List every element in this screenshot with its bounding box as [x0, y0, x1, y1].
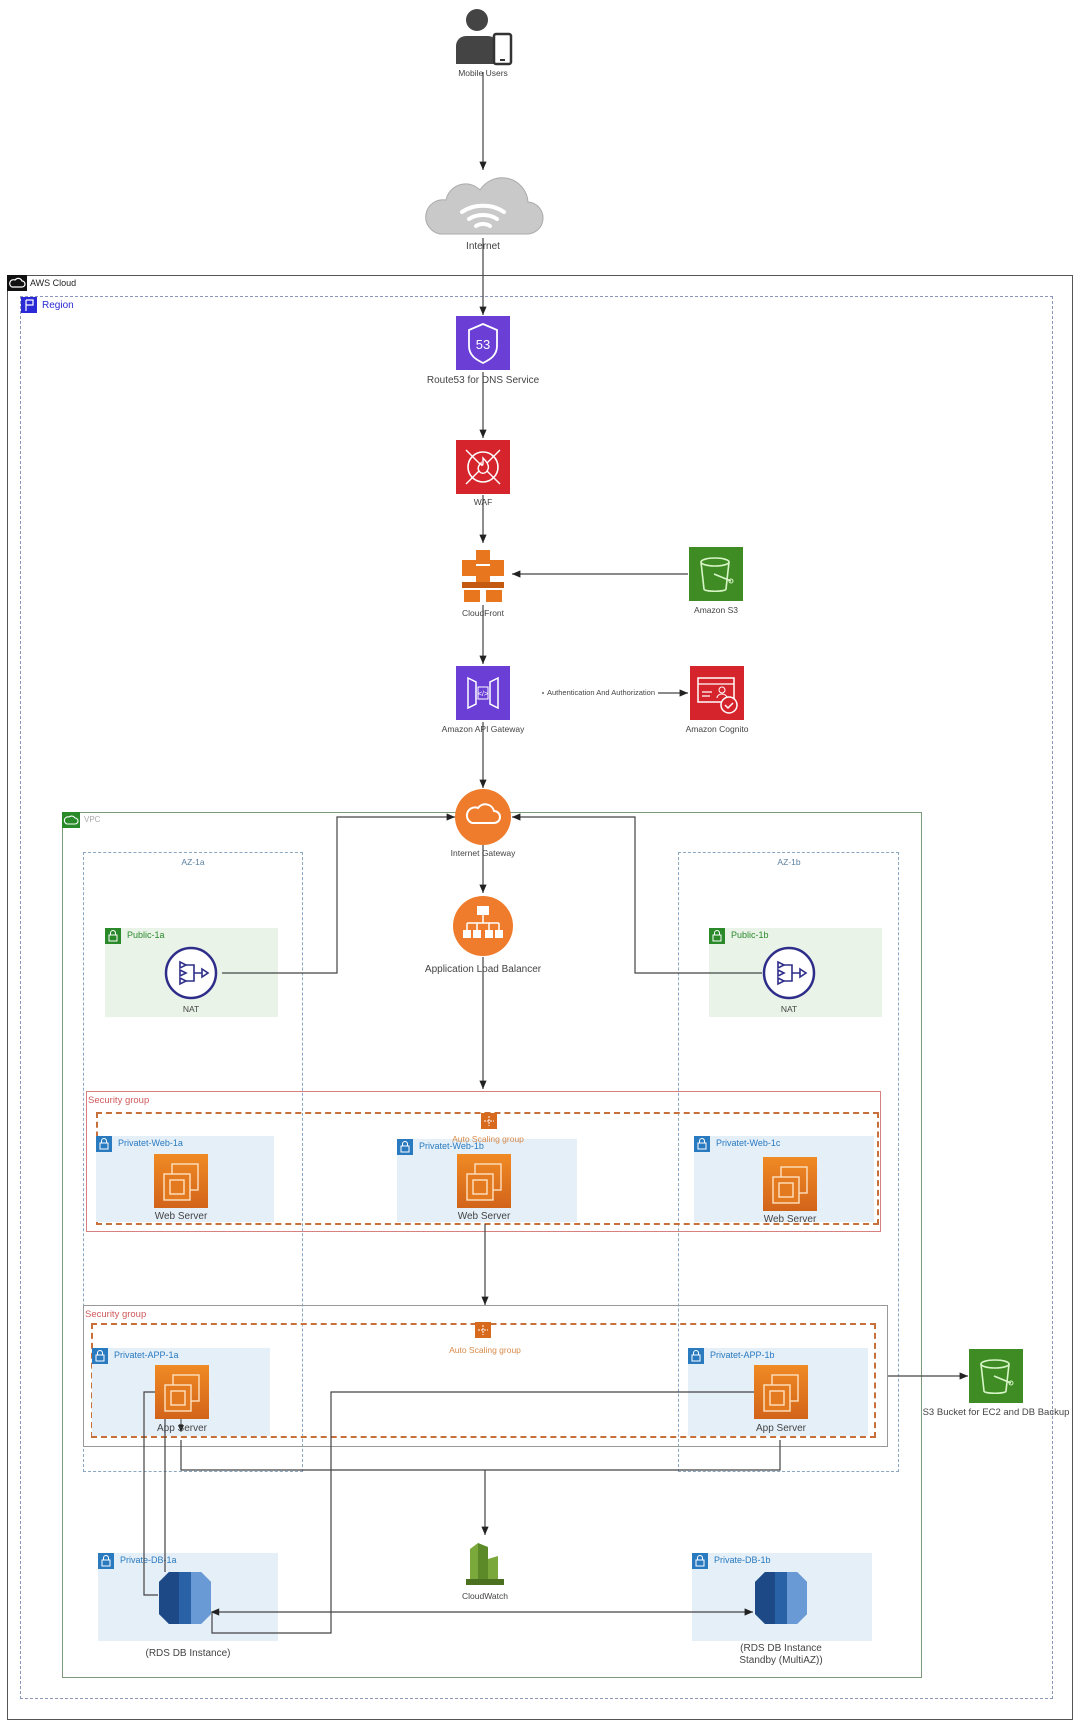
- cloudwatch-label: CloudWatch: [462, 1591, 508, 1601]
- cloudfront-icon[interactable]: [456, 544, 510, 604]
- app-subnet-1b-label: Privatet-APP-1b: [710, 1350, 775, 1360]
- lock-icon: [709, 928, 725, 944]
- aws-cloud-icon: [7, 275, 27, 291]
- public-subnet-1a-label: Public-1a: [127, 930, 165, 940]
- az-1b-label: AZ-1b: [777, 857, 801, 867]
- lock-icon: [694, 1136, 710, 1152]
- web-asg-label: Auto Scaling group: [452, 1134, 524, 1144]
- route53-label: Route53 for DNS Service: [426, 375, 540, 386]
- rds-db-1b-label-line1: (RDS DB Instance: [740, 1643, 822, 1654]
- ec2-web-icon[interactable]: [457, 1154, 511, 1208]
- region-group: [20, 296, 1053, 1699]
- web-subnet-1a-label: Privatet-Web-1a: [118, 1138, 183, 1148]
- mobile-users-label: Mobile Users: [458, 68, 508, 78]
- lock-icon: [92, 1348, 108, 1364]
- vpc-icon: [62, 812, 80, 828]
- internet-gateway-label: Internet Gateway: [450, 848, 516, 858]
- backup-s3-label: S3 Bucket for EC2 and DB Backup: [922, 1407, 1070, 1418]
- auth-edge-label: Authentication And Authorization: [546, 688, 656, 697]
- cloudwatch-icon[interactable]: [458, 1535, 512, 1589]
- rds-db-icon[interactable]: [157, 1572, 213, 1624]
- cloudfront-label: CloudFront: [461, 608, 505, 618]
- vpc-label: VPC: [84, 815, 101, 824]
- aws-cloud-group: [7, 275, 1073, 1720]
- rds-db-standby-icon[interactable]: [753, 1572, 809, 1624]
- lock-icon: [96, 1136, 112, 1152]
- waf-label: WAF: [473, 497, 493, 507]
- waf-icon[interactable]: [456, 440, 510, 494]
- web-server-1c-label: Web Server: [763, 1214, 817, 1225]
- cognito-label: Amazon Cognito: [685, 724, 749, 734]
- app-security-group-label: Security group: [85, 1309, 147, 1320]
- lock-icon: [98, 1553, 114, 1569]
- az-1a-label: AZ-1a: [181, 857, 205, 867]
- web-server-1a-label: Web Server: [154, 1211, 208, 1222]
- web-subnet-1b-label: Privatet-Web-1b: [419, 1141, 484, 1151]
- lock-icon: [688, 1348, 704, 1364]
- app-server-1b-label: App Server: [755, 1423, 807, 1434]
- internet-gateway-icon[interactable]: [455, 789, 511, 845]
- backup-s3-bucket-icon[interactable]: [969, 1349, 1023, 1403]
- web-security-group-label: Security group: [88, 1095, 150, 1106]
- route53-icon[interactable]: 53: [456, 316, 510, 370]
- app-asg-label: Auto Scaling group: [449, 1345, 521, 1355]
- ec2-app-icon[interactable]: [754, 1365, 808, 1419]
- svg-text:53: 53: [476, 337, 490, 352]
- auto-scaling-icon: [481, 1113, 497, 1129]
- nat-gateway-icon[interactable]: [762, 946, 816, 1000]
- az-1b-group: [678, 852, 899, 1472]
- load-balancer-label: Application Load Balancer: [424, 964, 542, 975]
- web-security-group: [86, 1091, 881, 1232]
- app-subnet-1a-label: Privatet-APP-1a: [114, 1350, 179, 1360]
- s3-bucket-icon[interactable]: [689, 547, 743, 601]
- ec2-web-icon[interactable]: [763, 1157, 817, 1211]
- auto-scaling-icon: [475, 1322, 491, 1338]
- lock-icon: [105, 928, 121, 944]
- mobile-user-icon: [452, 6, 514, 66]
- web-subnet-1c-label: Privatet-Web-1c: [716, 1138, 781, 1148]
- aws-cloud-label: AWS Cloud: [30, 278, 77, 288]
- rds-db-1b-label-line2: Standby (MultiAZ)): [739, 1655, 823, 1666]
- public-subnet-1b-label: Public-1b: [731, 930, 769, 940]
- rds-db-1a-label: (RDS DB Instance): [145, 1648, 231, 1659]
- internet-label: Internet: [466, 241, 500, 252]
- region-flag-icon: [21, 297, 37, 313]
- db-subnet-1b-label: Private-DB-1b: [714, 1555, 771, 1565]
- nat-gateway-icon[interactable]: [164, 946, 218, 1000]
- ec2-web-icon[interactable]: [154, 1154, 208, 1208]
- nat-1a-label: NAT: [182, 1004, 200, 1014]
- region-label: Region: [42, 300, 74, 311]
- load-balancer-icon[interactable]: [453, 896, 513, 956]
- db-subnet-1a-label: Private-DB-1a: [120, 1555, 177, 1565]
- web-server-1b-label: Web Server: [457, 1211, 511, 1222]
- cognito-icon[interactable]: [690, 666, 744, 720]
- lock-icon: [692, 1553, 708, 1569]
- app-server-1a-label: App Server: [156, 1423, 208, 1434]
- api-gateway-icon[interactable]: </>: [456, 666, 510, 720]
- ec2-app-icon[interactable]: [155, 1365, 209, 1419]
- lock-icon: [397, 1139, 413, 1155]
- s3-label: Amazon S3: [694, 605, 738, 615]
- internet-cloud-icon: [422, 170, 544, 238]
- api-gateway-label: Amazon API Gateway: [441, 724, 525, 734]
- svg-text:</>: </>: [478, 691, 488, 698]
- nat-1b-label: NAT: [780, 1004, 798, 1014]
